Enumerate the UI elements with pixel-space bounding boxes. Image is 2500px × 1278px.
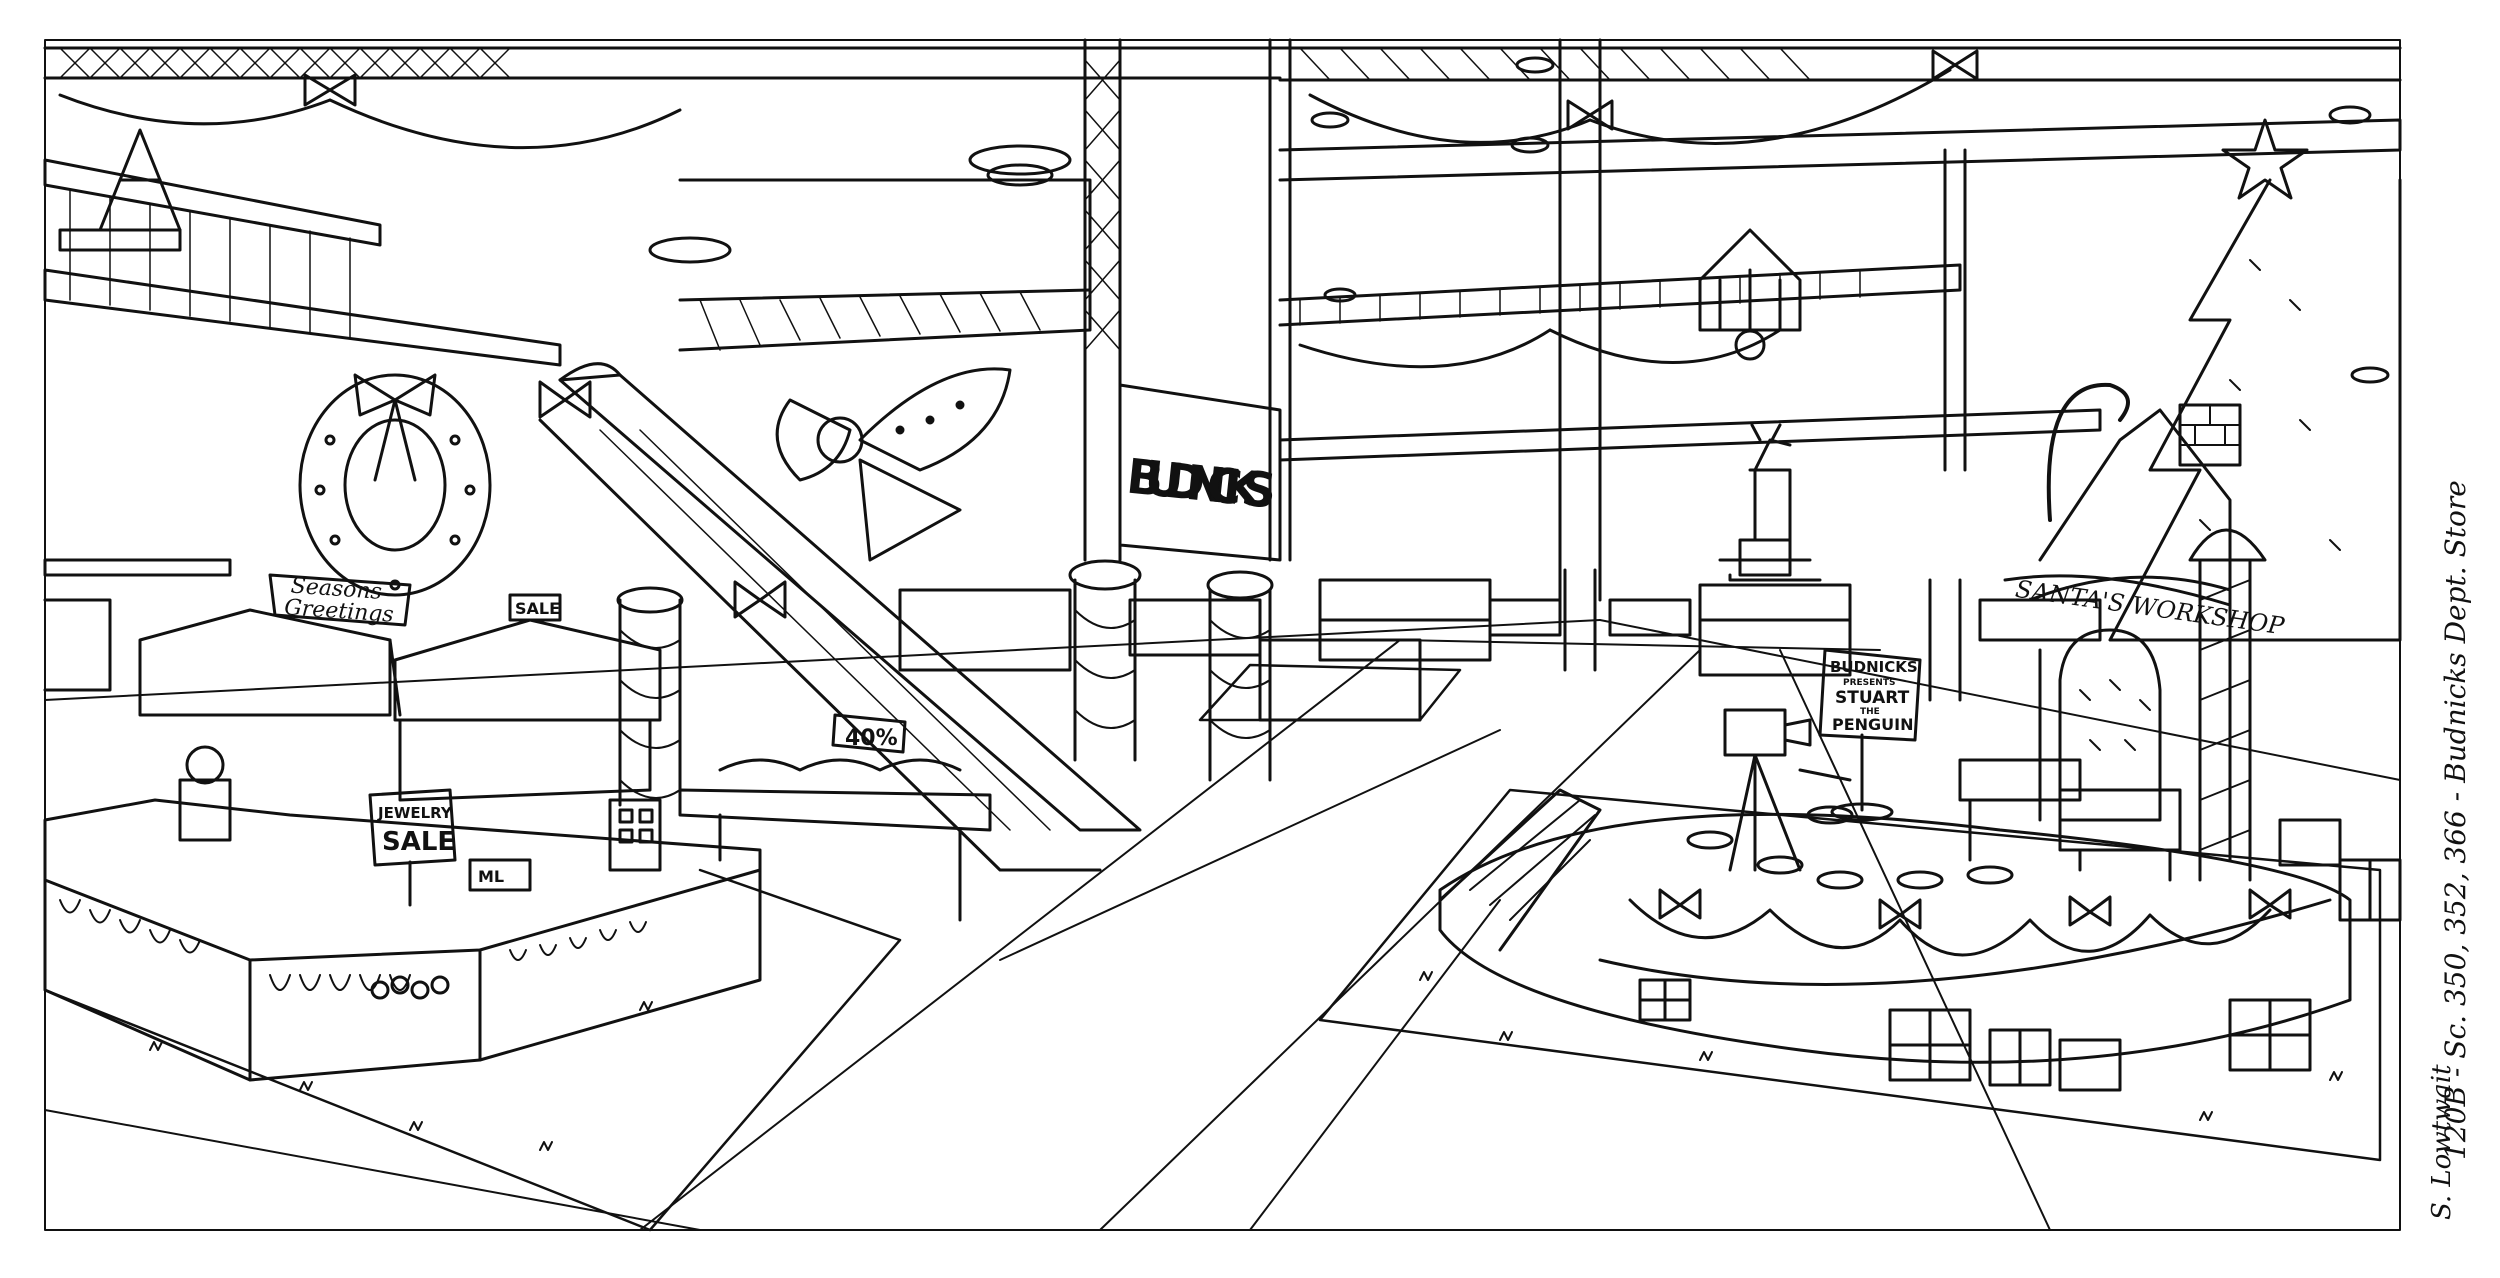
artist-signature: S. Lowtwait xyxy=(2427,1064,2457,1220)
discount-sign: 40% xyxy=(831,713,907,754)
pillars xyxy=(616,559,1962,807)
reindeer-statue xyxy=(1718,423,1822,582)
jewelry-sale-sign: JEWELRY SALE xyxy=(368,788,457,907)
discount-sign-text: 40% xyxy=(845,726,898,751)
penguin-sign-line1: BUDNICKS xyxy=(1830,658,1918,676)
scene-info-text: 120B - Sc. 350, 352, 366 - Budnicks Dept… xyxy=(2439,480,2472,1160)
sale-tag: SALE xyxy=(508,593,562,622)
jewelry-counter xyxy=(43,745,762,1082)
left-display-cases xyxy=(43,558,662,802)
sale-tag-text: SALE xyxy=(515,599,560,618)
jewelry-sale-line2: SALE xyxy=(382,827,455,857)
santas-workshop-stage xyxy=(1438,788,2352,1064)
escalator xyxy=(538,362,1142,872)
floor-rugs xyxy=(43,663,2382,1232)
display-table xyxy=(678,758,992,922)
candy-cane-pillar xyxy=(2188,528,2267,882)
small-display-box: ML xyxy=(468,858,532,892)
ceiling-structure xyxy=(43,38,2402,1231)
santas-workshop-sign: SANTA'S WORKSHOP xyxy=(2003,574,2287,640)
tv-camera-tripod xyxy=(1723,708,1852,872)
penguin-sign-line3: STUART xyxy=(1835,688,1910,708)
floor-grass-tufts xyxy=(149,971,2343,1151)
scene-caption: 120B - Sc. 350, 352, 366 - Budnicks Dept… xyxy=(2395,60,2495,1210)
small-tree-decoration xyxy=(58,128,182,252)
background-display-cases xyxy=(898,578,2102,722)
penguin-show-sign: BUDNICKS PRESENTS STUART THE PENGUIN xyxy=(1818,648,1922,822)
jewelry-sale-line1: JEWELRY xyxy=(377,804,453,822)
angel-decoration xyxy=(775,367,1012,562)
floor-grid xyxy=(44,619,2401,1231)
penguin-sign-line2: PRESENTS xyxy=(1843,678,1895,688)
budnicks-sign-text: BUDNICKS xyxy=(1124,449,1279,520)
gift-presents xyxy=(1638,818,2402,1092)
small-display-box-text: ML xyxy=(478,867,504,886)
penguin-sign-line4: THE xyxy=(1860,707,1880,717)
penguin-sign-line5: PENGUIN xyxy=(1832,715,1914,734)
workshop-house xyxy=(2028,382,2242,862)
christmas-wreath xyxy=(298,373,492,597)
seasons-greetings-sign: Seasons Greetings xyxy=(268,573,412,628)
budnicks-sign: BUDNICKS xyxy=(1118,383,1282,562)
christmas-tree xyxy=(2108,118,2402,642)
